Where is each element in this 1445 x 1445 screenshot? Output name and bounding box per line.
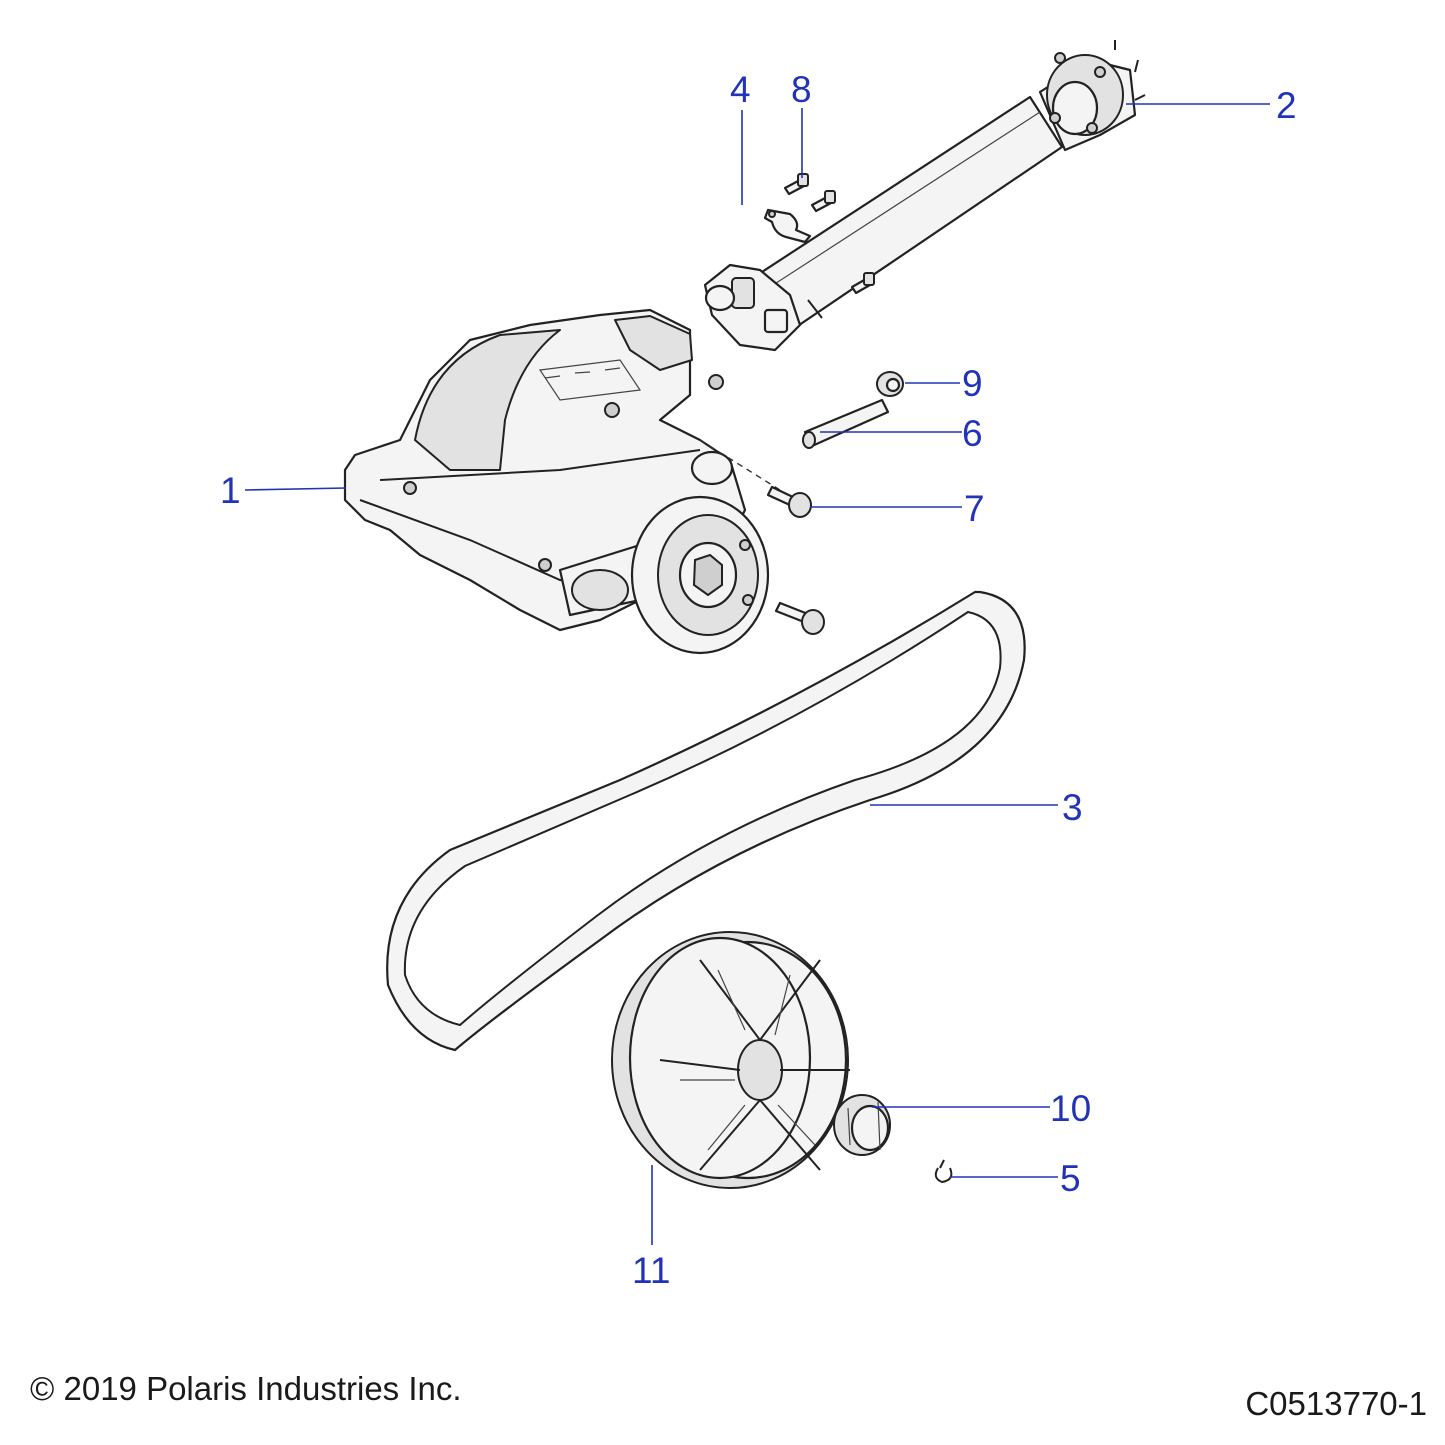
drawing-number: C0513770-1 xyxy=(1245,1385,1427,1422)
retaining-clip[interactable] xyxy=(934,1159,953,1184)
screws[interactable] xyxy=(783,173,875,295)
leader-lines xyxy=(244,103,1270,1245)
callout-7: 7 xyxy=(964,488,985,529)
gearcase-housing[interactable] xyxy=(343,308,770,655)
pin[interactable] xyxy=(802,398,890,449)
callout-labels: 1 2 3 4 5 6 7 8 9 10 11 xyxy=(220,69,1297,1291)
hub-nut[interactable] xyxy=(833,1094,891,1156)
drive-shaft[interactable] xyxy=(703,40,1146,352)
callout-2: 2 xyxy=(1276,85,1297,126)
callout-9: 9 xyxy=(962,363,983,404)
drive-belt[interactable] xyxy=(386,590,1026,1052)
callout-10: 10 xyxy=(1050,1088,1091,1129)
callout-6: 6 xyxy=(962,413,983,454)
bolts[interactable] xyxy=(699,439,825,635)
driven-pulley[interactable] xyxy=(611,931,850,1189)
callout-3: 3 xyxy=(1062,787,1083,828)
shaft-strap[interactable] xyxy=(763,208,812,244)
callout-11: 11 xyxy=(632,1250,670,1291)
callout-1: 1 xyxy=(220,470,241,511)
callout-5: 5 xyxy=(1060,1158,1081,1199)
callout-8: 8 xyxy=(791,69,812,110)
copyright-notice: © 2019 Polaris Industries Inc. xyxy=(30,1370,462,1407)
nut[interactable] xyxy=(876,371,904,397)
callout-4: 4 xyxy=(730,69,751,110)
